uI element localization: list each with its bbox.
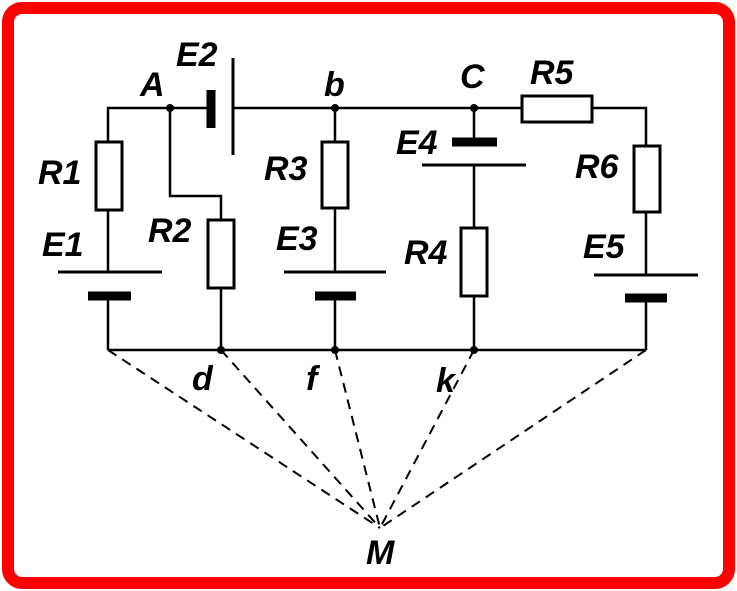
label-m: M <box>366 534 395 572</box>
label-e1: E1 <box>42 226 84 264</box>
label-d: d <box>192 360 214 398</box>
label-f: f <box>306 360 321 398</box>
label-e2: E2 <box>176 36 218 74</box>
label-e4: E4 <box>396 124 438 162</box>
label-e5: E5 <box>583 228 626 266</box>
wire-a-r2 <box>168 108 223 220</box>
dash-left-m <box>107 349 381 529</box>
label-k: k <box>436 362 457 400</box>
label-r2: R2 <box>148 212 192 250</box>
node-b <box>331 104 339 112</box>
node-c <box>470 104 478 112</box>
resistor-r4 <box>459 226 489 298</box>
dash-right-m <box>379 349 647 529</box>
resistor-r6 <box>632 144 662 214</box>
resistor-r2 <box>206 218 236 290</box>
dash-f-m <box>334 349 381 529</box>
label-r5: R5 <box>530 54 575 92</box>
node-a <box>166 104 174 112</box>
resistor-r5 <box>520 94 594 124</box>
dash-k-m <box>379 349 475 529</box>
label-a: A <box>139 66 165 104</box>
label-b: b <box>324 66 345 104</box>
label-r4: R4 <box>404 234 448 272</box>
resistor-r1 <box>94 140 124 212</box>
wire-r5-r6 <box>592 106 648 148</box>
label-r1: R1 <box>38 154 81 192</box>
label-r6: R6 <box>575 148 620 186</box>
label-r3: R3 <box>264 150 308 188</box>
label-c: C <box>460 58 485 96</box>
resistor-r3 <box>320 140 350 210</box>
dash-d-m <box>220 349 381 529</box>
label-e3: E3 <box>276 220 318 258</box>
